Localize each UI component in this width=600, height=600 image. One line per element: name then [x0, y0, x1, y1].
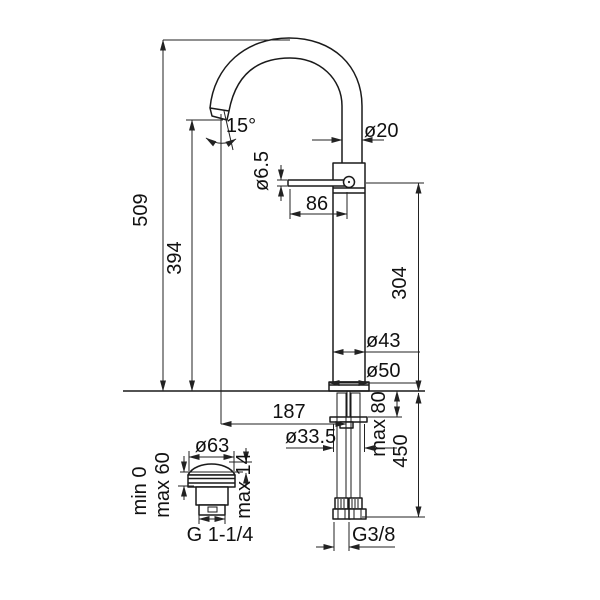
hose-right: [350, 392, 361, 499]
dim-tube-diameter: ø20: [312, 120, 398, 143]
dim-waste-travel-max-label: max 60: [152, 452, 174, 518]
dim-lever-length: 86: [289, 189, 348, 219]
dim-body-diameter: ø43: [332, 330, 420, 355]
dim-spout-reach-label: 187: [272, 401, 305, 423]
dim-total-height-label: 509: [130, 193, 152, 226]
pop-up-waste: [187, 463, 236, 516]
dim-deck-thickness-label: max 80: [368, 391, 390, 457]
faucet-outline: [123, 37, 425, 520]
dim-cap-height-label: max 14: [233, 453, 255, 519]
waste-body-lower: [198, 504, 226, 516]
dim-body-height: 304: [366, 182, 424, 392]
waste-notch: [207, 506, 218, 513]
faucet-body-column: [332, 162, 366, 383]
dim-base-diameter-label: ø50: [366, 360, 400, 382]
dim-deck-thickness: max 80: [368, 390, 402, 457]
hose-left: [336, 392, 347, 499]
dim-body-height-label: 304: [389, 266, 411, 299]
dim-spout-reach: 187: [220, 401, 347, 427]
waste-body-upper: [195, 486, 229, 506]
dim-outlet-height-label: 394: [164, 241, 186, 274]
dim-outlet-height: 394: [164, 119, 223, 392]
crimp-ridges: [337, 499, 359, 508]
dim-spout-angle-label: 15°: [226, 115, 256, 137]
waste-cap-dome: [187, 463, 236, 476]
dim-hole-diameter-label: ø33.5: [285, 426, 336, 448]
hose-nut-right: [348, 508, 367, 520]
supply-hoses: [332, 392, 367, 520]
nut-facets: [337, 509, 362, 519]
handle-lever: [287, 179, 346, 187]
dim-hose-thread: G3/8: [316, 522, 395, 551]
spout-inner-curve: [228, 57, 343, 163]
dim-waste-diameter: ø63: [188, 435, 235, 471]
dim-base-diameter: ø50: [328, 360, 420, 386]
dim-waste-travel-min-label: min 0: [129, 467, 151, 516]
dim-waste-thread-label: G 1-1/4: [187, 524, 254, 546]
dim-lever-diameter-label: ø6.5: [251, 151, 273, 191]
dim-lever-length-label: 86: [306, 193, 328, 215]
dim-body-diameter-label: ø43: [366, 330, 400, 352]
dim-lever-diameter: ø6.5: [251, 151, 287, 201]
dim-total-height: 509: [130, 39, 290, 392]
spout-outer-curve: [209, 37, 363, 163]
dim-waste-diameter-label: ø63: [195, 435, 229, 457]
dim-hose-length: 450: [362, 392, 425, 518]
dim-hose-thread-label: G3/8: [352, 524, 395, 546]
handle-pivot-center: [347, 180, 351, 184]
hose-nut-left: [332, 508, 351, 520]
waste-flange: [187, 474, 236, 488]
dim-hole-diameter: ø33.5: [285, 424, 397, 452]
dim-waste-thread: G 1-1/4: [187, 514, 254, 546]
dim-tube-diameter-label: ø20: [364, 120, 398, 142]
dim-hose-length-label: 450: [390, 434, 412, 467]
dim-waste-travel: min 0 max 60: [129, 452, 243, 518]
dim-cap-height: max 14: [229, 448, 255, 519]
dim-spout-angle: 15°: [205, 110, 256, 424]
